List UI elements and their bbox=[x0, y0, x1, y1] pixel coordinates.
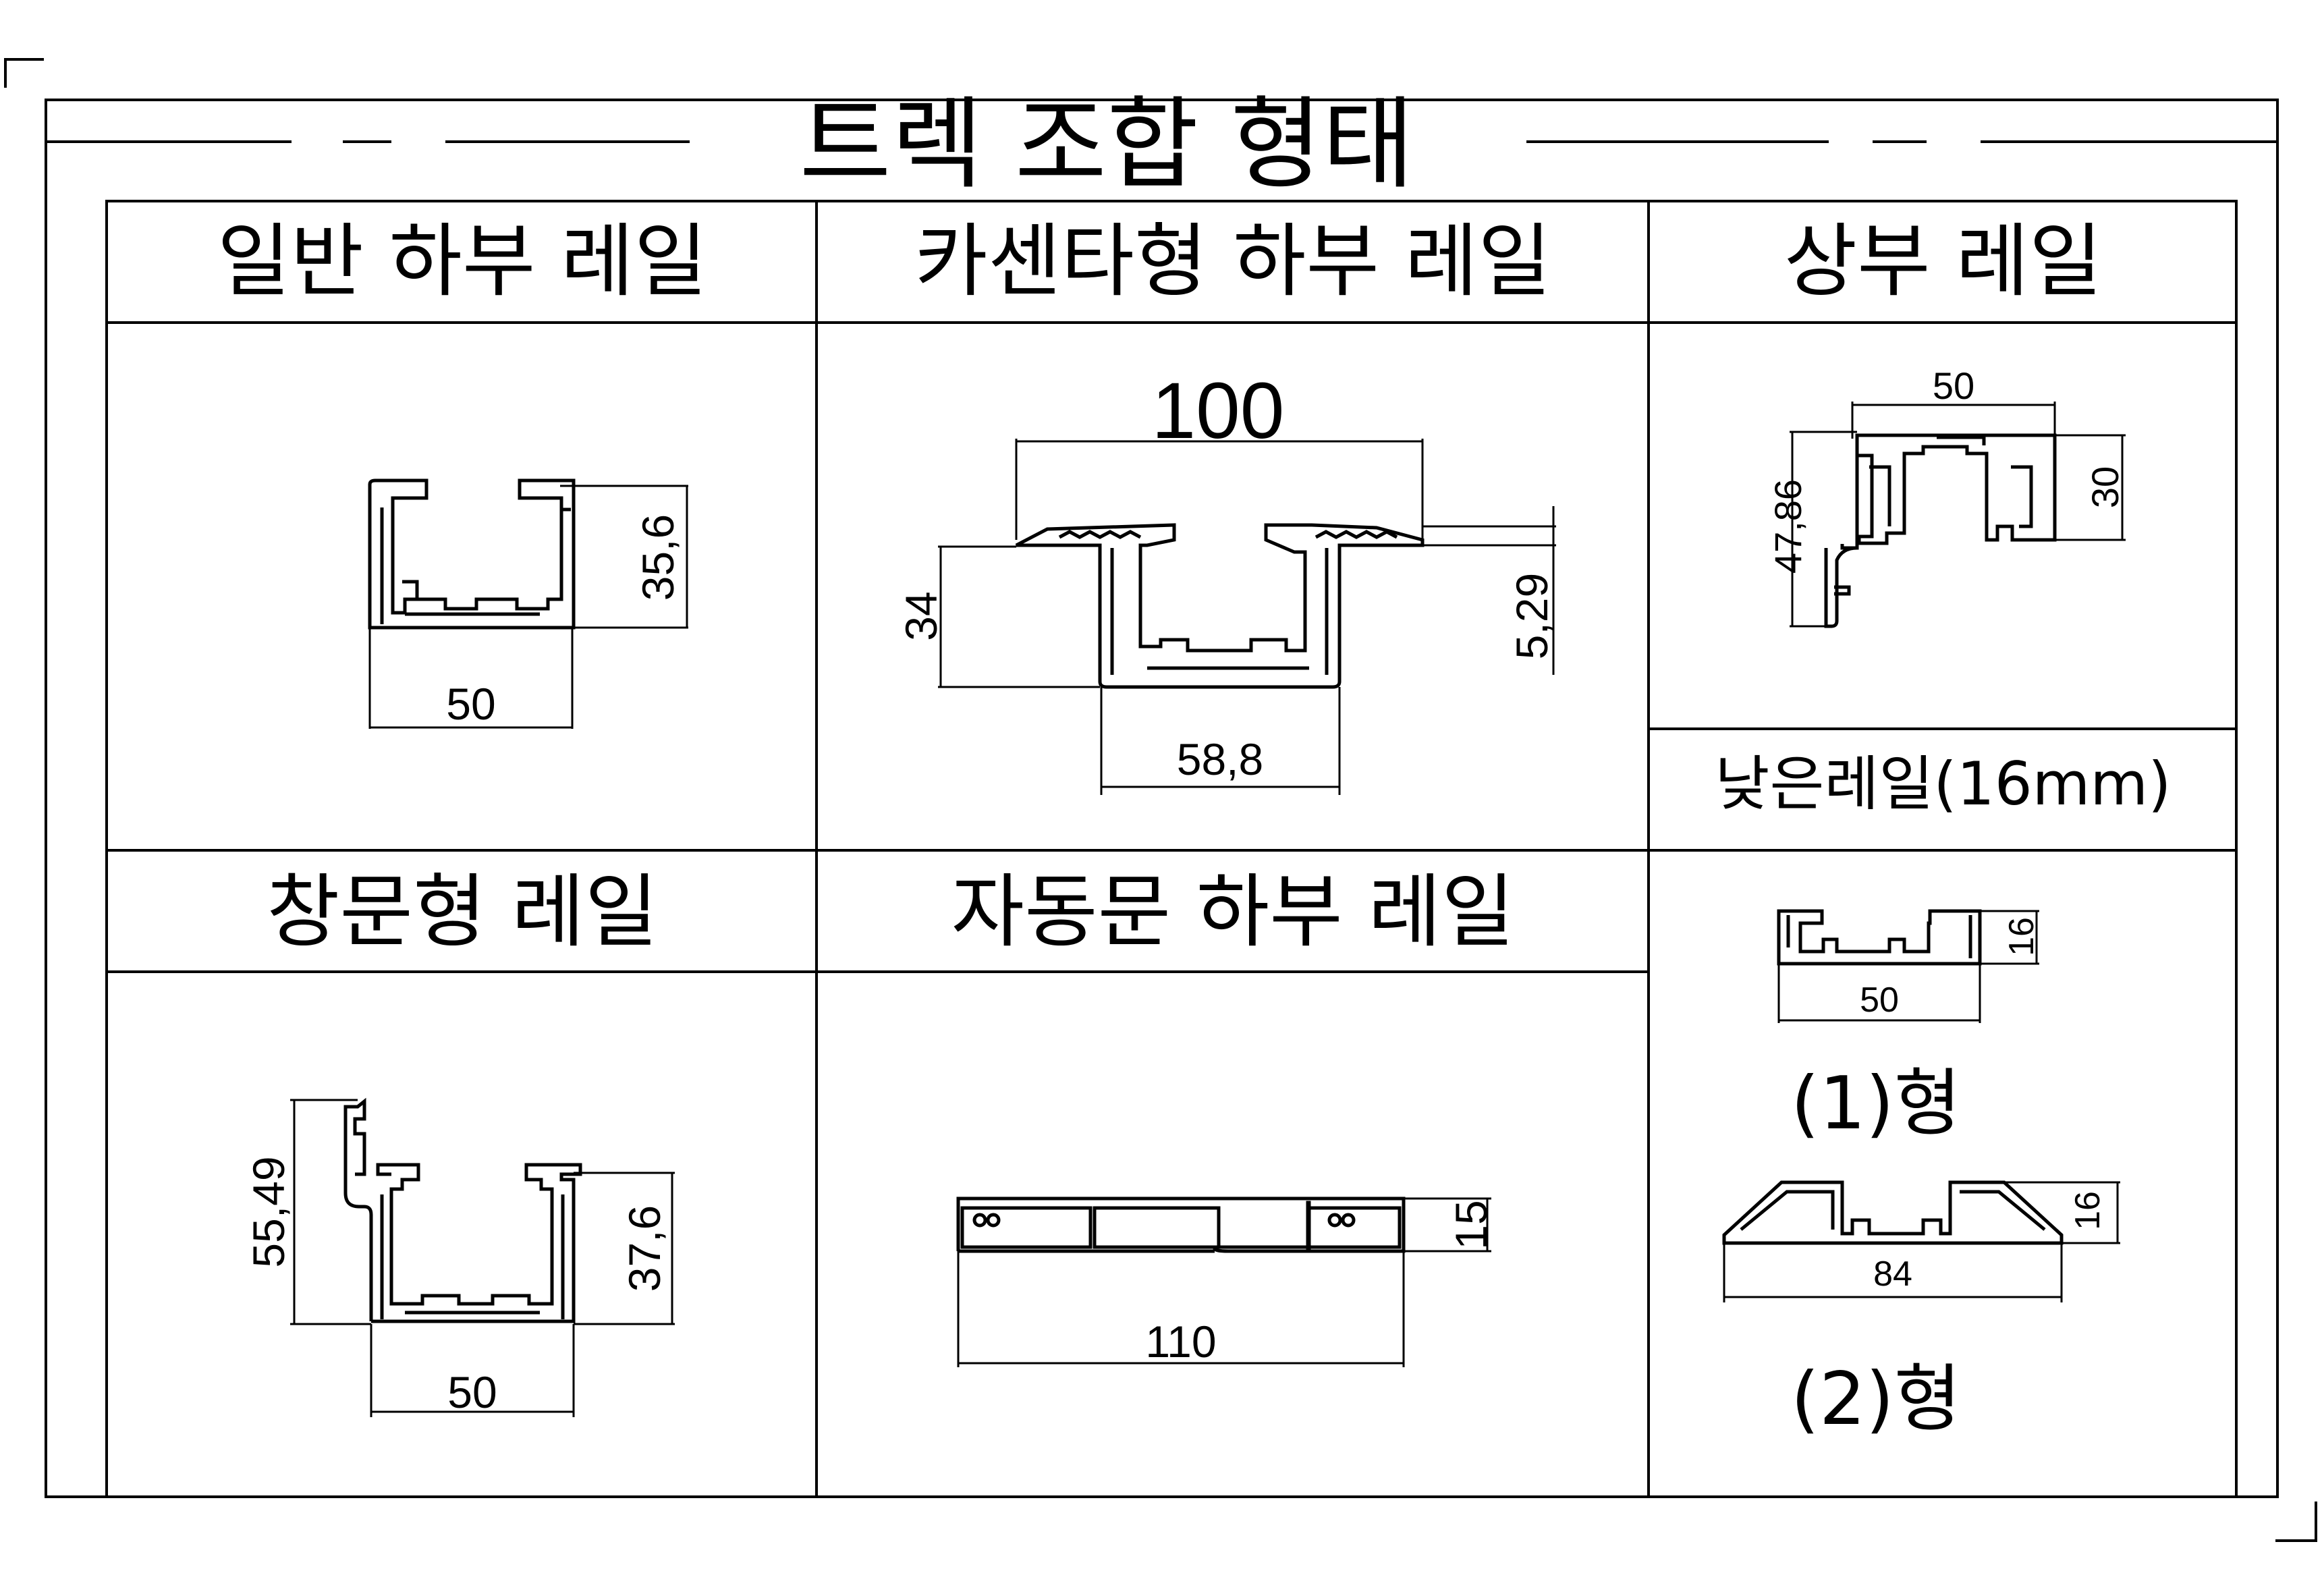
dim-upper-right: 30 bbox=[2084, 466, 2126, 509]
dim-low-type2-height: 16 bbox=[2068, 1191, 2107, 1230]
dim-casenta-bottom: 58,8 bbox=[1176, 734, 1264, 784]
auto-door-rail-dimensions bbox=[957, 1197, 1491, 1367]
dim-window-right: 37,6 bbox=[619, 1205, 669, 1292]
window-rail-dimensions bbox=[290, 1099, 675, 1417]
dim-general-height: 35,6 bbox=[633, 514, 683, 601]
dim-auto-width: 110 bbox=[1145, 1317, 1217, 1367]
casenta-rail-dimensions bbox=[938, 439, 1556, 795]
label-low-type2: (2)형 bbox=[1790, 1357, 1962, 1441]
header-low-rail: 낮은레일(16mm) bbox=[1715, 749, 2172, 819]
dim-low-type2-width: 84 bbox=[1873, 1255, 1912, 1294]
casenta-rail-profile bbox=[1015, 523, 1425, 689]
page-title: 트렉 조합 형태 bbox=[799, 86, 1414, 202]
upper-rail-dimensions bbox=[1790, 402, 2126, 628]
corner-mark-top-left bbox=[4, 58, 44, 88]
header-casenta-lower-rail: 카센타형 하부 레일 bbox=[914, 215, 1551, 308]
dim-general-width: 50 bbox=[446, 679, 496, 729]
dim-low-type1-height: 16 bbox=[2002, 917, 2041, 956]
dim-low-type1-width: 50 bbox=[1860, 981, 1899, 1020]
auto-door-rail-profile bbox=[956, 1196, 1406, 1253]
label-low-type1: (1)형 bbox=[1790, 1062, 1962, 1146]
low-rail-type2-profile bbox=[1722, 1180, 2064, 1245]
window-rail-profile bbox=[343, 1097, 582, 1323]
header-window-rail: 창문형 레일 bbox=[266, 865, 659, 958]
general-rail-dimensions bbox=[368, 485, 688, 729]
dim-casenta-top: 100 bbox=[1151, 366, 1285, 456]
dim-upper-left: 47,86 bbox=[1767, 478, 1809, 574]
corner-mark-bottom-right bbox=[2275, 1502, 2317, 1542]
header-general-lower-rail: 일반 하부 레일 bbox=[217, 215, 708, 308]
dim-upper-width: 50 bbox=[1932, 364, 1975, 407]
low-rail-type1-profile bbox=[1777, 909, 1982, 966]
dim-casenta-left: 34 bbox=[896, 591, 946, 641]
header-auto-door-lower-rail: 자동문 하부 레일 bbox=[951, 865, 1515, 958]
upper-rail-profile bbox=[1824, 433, 2057, 628]
general-rail-profile bbox=[368, 478, 576, 630]
low-rail-type1-dimensions bbox=[1777, 910, 2039, 1023]
dim-auto-height: 15 bbox=[1446, 1200, 1496, 1250]
dim-window-width: 50 bbox=[447, 1367, 497, 1417]
table-grid bbox=[105, 200, 2238, 1498]
dim-casenta-right: 5,29 bbox=[1507, 572, 1557, 660]
dim-window-left: 55,49 bbox=[244, 1156, 294, 1268]
header-upper-rail: 상부 레일 bbox=[1784, 215, 2103, 308]
low-rail-type2-dimensions bbox=[1723, 1181, 2120, 1302]
